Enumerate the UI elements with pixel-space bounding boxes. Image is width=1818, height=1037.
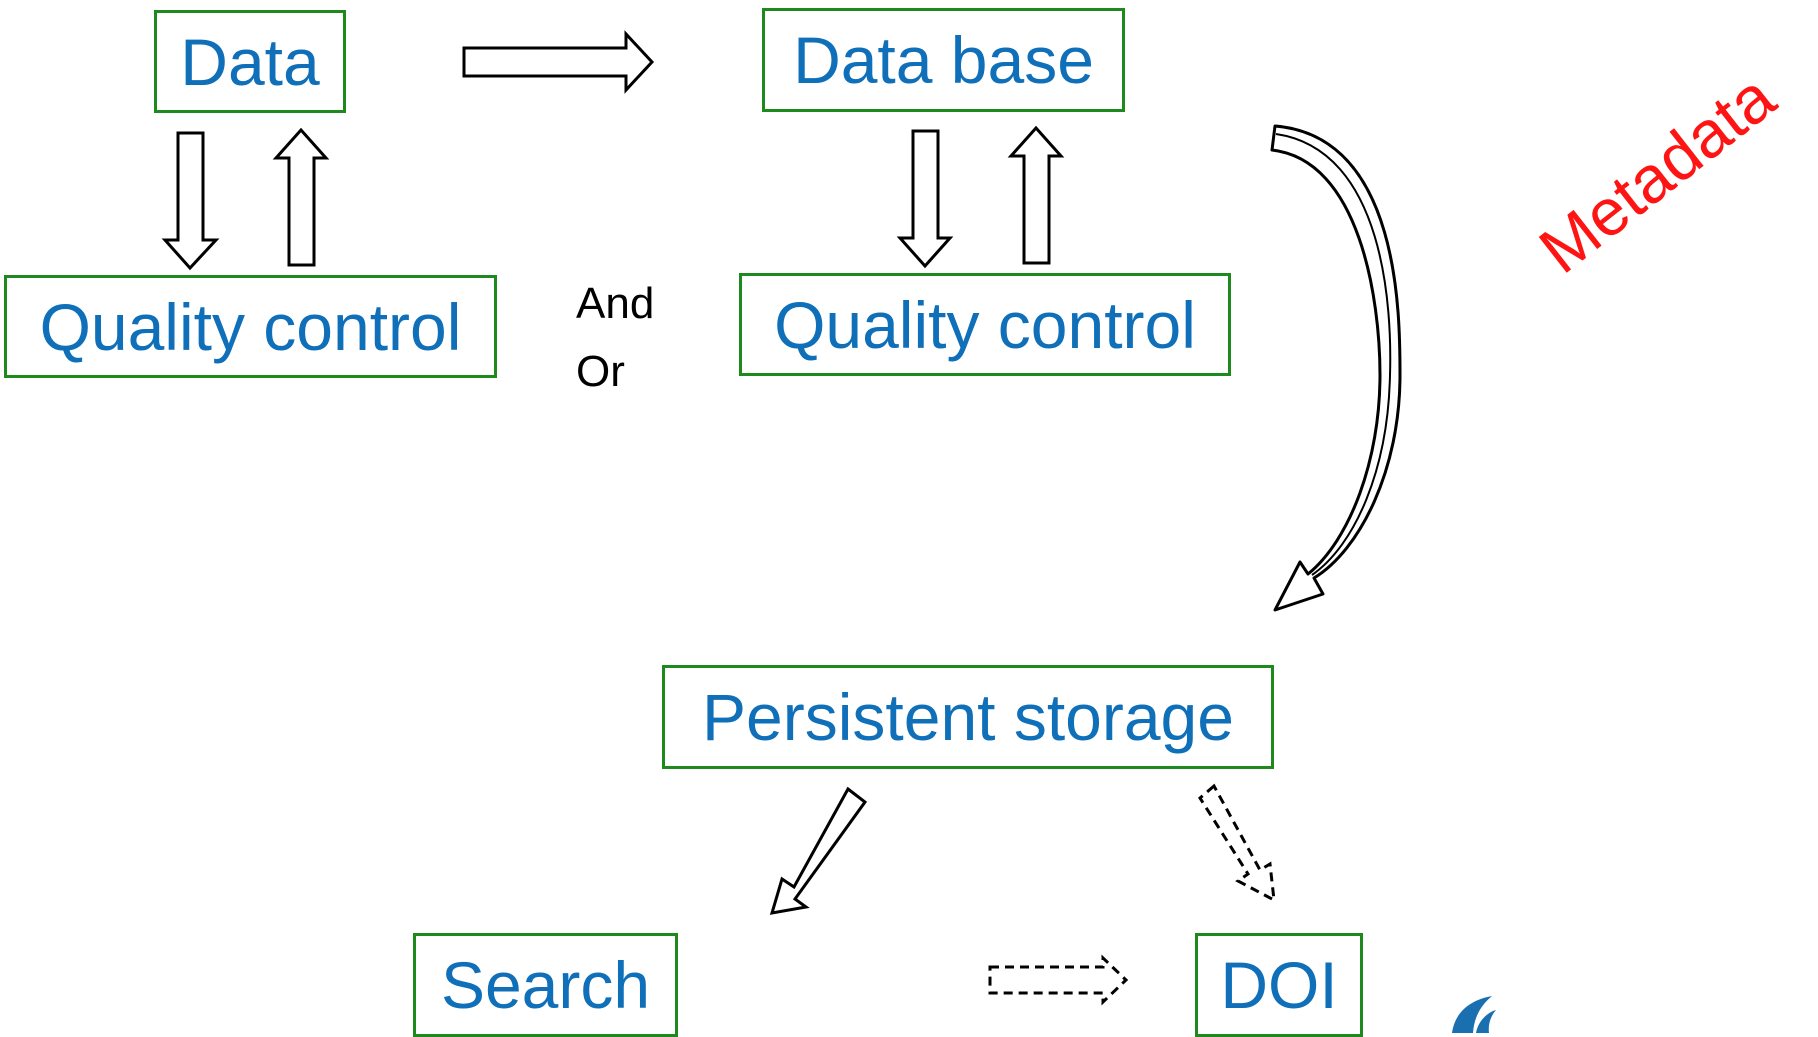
node-search-label: Search (440, 948, 651, 1022)
node-doi: DOI (1195, 933, 1363, 1037)
node-doi-label: DOI (1220, 948, 1338, 1022)
arrow-curved-database-to-storage (1270, 124, 1402, 612)
node-quality-control-1: Quality control (4, 275, 497, 378)
arrow-storage-to-doi (1198, 783, 1276, 903)
node-persistent-storage: Persistent storage (662, 665, 1274, 769)
and-or-connector: And Or (576, 270, 654, 406)
node-data: Data (154, 10, 346, 113)
arrow-curved-inner-line (1275, 133, 1392, 576)
node-database-label: Data base (793, 23, 1094, 97)
arrow-qc1-to-data (272, 127, 330, 267)
node-quality-control-1-label: Quality control (39, 289, 462, 364)
node-quality-control-2-label: Quality control (774, 287, 1196, 362)
arrow-qc2-to-database (1007, 125, 1065, 265)
node-persistent-storage-label: Persistent storage (702, 680, 1234, 754)
connector-or: Or (576, 347, 625, 396)
arrow-data-to-qc1 (161, 131, 220, 271)
node-search: Search (413, 933, 678, 1037)
connector-and: And (576, 279, 655, 328)
arrow-search-to-doi (988, 954, 1129, 1006)
arrow-data-to-database (462, 30, 655, 94)
node-data-label: Data (180, 24, 320, 99)
arrow-storage-to-search (769, 786, 868, 915)
node-quality-control-2: Quality control (739, 273, 1231, 376)
arrow-database-to-qc2 (896, 129, 954, 269)
node-database: Data base (762, 8, 1125, 112)
